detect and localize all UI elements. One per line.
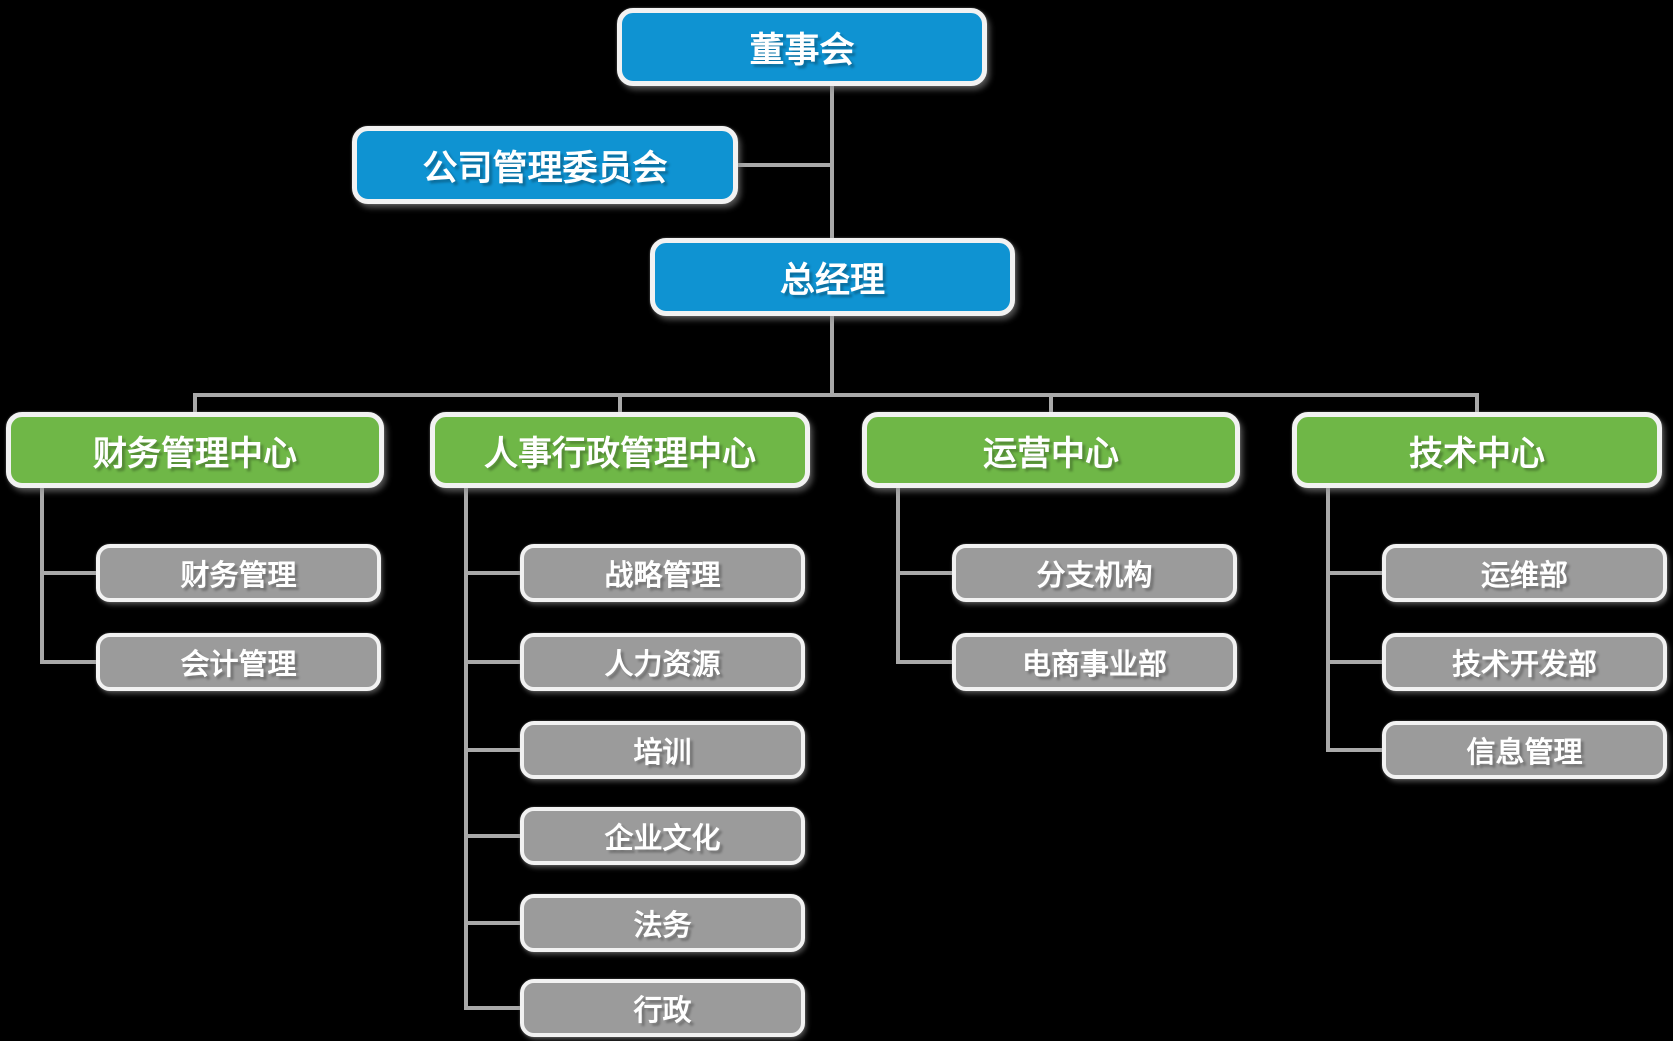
sub-node-branch-offices: 分支机构 [952, 544, 1237, 602]
dept-node-label: 人事行政管理中心 [484, 433, 756, 474]
sub-node-ops-maintenance-dept: 运维部 [1382, 544, 1667, 602]
sub-node-label: 法务 [633, 908, 692, 942]
connector-stub [464, 834, 522, 838]
connector-stub [896, 660, 954, 664]
connector-stub [1326, 571, 1384, 575]
connector-stub [464, 748, 522, 752]
sub-node-label: 技术开发部 [1451, 647, 1597, 681]
sub-node-accounting-management: 会计管理 [96, 633, 381, 691]
sub-node-tech-development-dept: 技术开发部 [1382, 633, 1667, 691]
connector-stub [464, 1006, 522, 1010]
sub-node-information-management: 信息管理 [1382, 721, 1667, 779]
sub-node-label: 分支机构 [1036, 558, 1153, 592]
sub-node-finance-management: 财务管理 [96, 544, 381, 602]
connector-drop-finance [193, 395, 197, 415]
sub-node-label: 行政 [633, 993, 692, 1027]
connector-gm-to-rail [830, 314, 834, 397]
sub-node-label: 电商事业部 [1021, 647, 1167, 681]
connector-drop-hr-admin [618, 395, 622, 415]
sub-node-label: 培训 [633, 735, 692, 769]
node-general-manager: 总经理 [650, 238, 1015, 316]
connector-rail [193, 393, 1479, 397]
sub-node-legal-affairs: 法务 [520, 894, 805, 952]
connector-drop-technology [1475, 395, 1479, 415]
connector-drop-operations [1049, 395, 1053, 415]
sub-node-label: 会计管理 [180, 647, 297, 681]
dept-node-finance-center: 财务管理中心 [6, 412, 384, 488]
connector-trunk-technology [1326, 484, 1330, 752]
connector-stub [40, 660, 98, 664]
sub-node-administration: 行政 [520, 979, 805, 1037]
connector-stub [1326, 660, 1384, 664]
connector-stub [1326, 748, 1384, 752]
sub-node-label: 人力资源 [604, 647, 721, 681]
sub-node-label: 战略管理 [604, 558, 721, 592]
node-general-manager-label: 总经理 [779, 260, 885, 301]
dept-node-hr-admin-center: 人事行政管理中心 [430, 412, 810, 488]
connector-board-to-gm [830, 82, 834, 242]
sub-node-label: 运维部 [1480, 558, 1568, 592]
sub-node-strategy-management: 战略管理 [520, 544, 805, 602]
connector-stub [464, 660, 522, 664]
connector-stub [464, 571, 522, 575]
sub-node-training: 培训 [520, 721, 805, 779]
connector-stub [40, 571, 98, 575]
node-committee: 公司管理委员会 [352, 126, 738, 204]
dept-node-label: 财务管理中心 [93, 433, 297, 474]
connector-stub [464, 921, 522, 925]
node-board: 董事会 [617, 8, 987, 86]
connector-committee-stub [734, 163, 832, 167]
dept-node-operations-center: 运营中心 [862, 412, 1240, 488]
sub-node-ecommerce-division: 电商事业部 [952, 633, 1237, 691]
sub-node-label: 财务管理 [180, 558, 297, 592]
connector-stub [896, 571, 954, 575]
sub-node-label: 信息管理 [1466, 735, 1583, 769]
sub-node-label: 企业文化 [604, 821, 721, 855]
connector-trunk-hr-admin [464, 484, 468, 1010]
sub-node-human-resources: 人力资源 [520, 633, 805, 691]
sub-node-corporate-culture: 企业文化 [520, 807, 805, 865]
node-board-label: 董事会 [749, 30, 855, 71]
node-committee-label: 公司管理委员会 [422, 148, 668, 189]
dept-node-label: 技术中心 [1409, 433, 1545, 474]
dept-node-technology-center: 技术中心 [1292, 412, 1662, 488]
dept-node-label: 运营中心 [983, 433, 1119, 474]
